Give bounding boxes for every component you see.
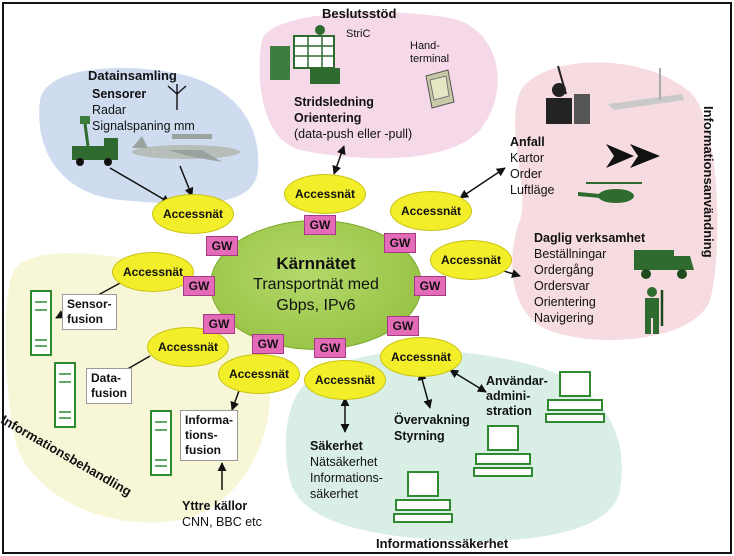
label-signalspaning: Signalspaning mm	[92, 119, 195, 133]
arrow-access-infofusion	[230, 387, 241, 411]
soldiers-jet-icon	[546, 65, 684, 124]
gw-box: GW	[183, 276, 215, 296]
label-data2: fusion	[91, 386, 127, 400]
label-orientering-b: Orientering	[294, 111, 362, 125]
gw-box: GW	[252, 334, 284, 354]
access-node: Accessnät	[390, 191, 472, 231]
label-anv1: Användar-	[486, 374, 548, 388]
gw-box: GW	[384, 233, 416, 253]
label-anv2: admini-	[486, 389, 531, 403]
label-hand1: Hand-	[410, 40, 440, 52]
datainsamling-text: Sensorer Radar Signalspaning mm	[92, 86, 195, 134]
gw-box: GW	[206, 236, 238, 256]
sakerhet-text: Säkerhet Nätsäkerhet Informations- säker…	[310, 438, 383, 502]
gw-box: GW	[314, 338, 346, 358]
access-node: Accessnät	[152, 194, 234, 234]
arrow-anfall-access	[459, 167, 506, 199]
arrow-access-overvakning	[417, 371, 433, 409]
helicopter-icon	[578, 182, 642, 203]
label-stridsledning: Stridsledning	[294, 95, 374, 109]
gw-box: GW	[387, 316, 419, 336]
gw-box: GW	[203, 314, 235, 334]
server-rack-icon	[30, 290, 52, 356]
label-overvakning: Övervakning	[394, 413, 470, 427]
label-info3: fusion	[185, 443, 221, 457]
label-orientering: Orientering	[534, 295, 596, 309]
label-sensorer: Sensorer	[92, 87, 147, 101]
label-navigering: Navigering	[534, 311, 594, 325]
label-sakerhet: Säkerhet	[310, 439, 363, 453]
arrow-plane-access	[179, 165, 194, 197]
access-node: Accessnät	[430, 240, 512, 280]
label-order: Order	[510, 167, 542, 181]
label-data1: Data-	[91, 371, 122, 385]
label-anv3: stration	[486, 404, 532, 418]
stridsledning-text: Stridsledning Orientering (data-push ell…	[294, 94, 412, 142]
region-title-beslutsstod: Beslutsstöd	[322, 6, 397, 21]
label-yttre: Yttre källor	[182, 499, 248, 513]
label-sensor2: fusion	[67, 312, 103, 326]
access-node: Accessnät	[304, 360, 386, 400]
anvandar-text: Användar- admini- stration	[486, 374, 548, 419]
informationsfusion-box: Informa- tions- fusion	[180, 410, 238, 461]
label-sensor1: Sensor-	[67, 297, 112, 311]
label-infosak2: säkerhet	[310, 487, 358, 501]
core-title: Kärnnätet	[276, 254, 356, 273]
computer-icon	[393, 471, 453, 523]
label-kartor: Kartor	[510, 151, 545, 165]
gw-box: GW	[414, 276, 446, 296]
anfall-text: Anfall Kartor Order Luftläge	[510, 134, 554, 198]
arrow-stric-access	[332, 145, 346, 175]
fighter-jet-icon	[606, 144, 660, 168]
radar-truck-icon	[72, 116, 118, 166]
military-truck-icon	[634, 250, 694, 279]
arrow-radar-access	[109, 167, 171, 204]
label-daglig: Daglig verksamhet	[534, 231, 646, 245]
yttre-kallor-text: Yttre källor CNN, BBC etc	[182, 498, 262, 530]
surveillance-plane-icon	[132, 134, 240, 162]
label-cnn: CNN, BBC etc	[182, 515, 262, 529]
label-natsakerhet: Nätsäkerhet	[310, 455, 378, 469]
computer-icon	[545, 371, 605, 423]
datafusion-box: Data- fusion	[86, 368, 132, 404]
label-radar: Radar	[92, 103, 127, 117]
daglig-text: Daglig verksamhet Beställningar Ordergån…	[534, 230, 645, 326]
region-title-datainsamling: Datainsamling	[88, 68, 177, 83]
access-node: Accessnät	[218, 354, 300, 394]
label-ordergang: Ordergång	[534, 263, 594, 277]
gw-box: GW	[304, 215, 336, 235]
label-luftlage: Luftläge	[510, 183, 555, 197]
core-line2: Gbps, IPv6	[276, 297, 356, 314]
informationssakerhet-blob	[285, 350, 622, 542]
soldier-icon	[645, 287, 664, 334]
label-stric: StriC	[346, 28, 371, 40]
access-node: Accessnät	[284, 174, 366, 214]
label-styrning: Styrning	[394, 429, 445, 443]
server-rack-icon	[54, 362, 76, 428]
antenna-icon	[167, 84, 187, 110]
command-center-icon	[270, 25, 340, 84]
handterminal-text: Hand- terminal	[410, 40, 449, 66]
region-title-informationssakerhet: Informationssäkerhet	[376, 536, 509, 551]
label-infosak1: Informations-	[310, 471, 383, 485]
label-hand2: terminal	[410, 53, 450, 65]
label-ordersvar: Ordersvar	[534, 279, 590, 293]
label-datapush: (data-push eller -pull)	[294, 127, 413, 141]
access-node: Accessnät	[380, 337, 462, 377]
arrow-access-anvandar	[449, 369, 487, 393]
label-info1: Informa-	[185, 413, 233, 427]
core-line1: Transportnät med	[253, 276, 379, 293]
label-info2: tions-	[185, 428, 218, 442]
label-anfall: Anfall	[510, 135, 545, 149]
overvakning-text: Övervakning Styrning	[394, 412, 470, 444]
handheld-terminal-icon	[425, 69, 455, 109]
server-rack-icon	[150, 410, 172, 476]
computer-icon	[473, 425, 533, 477]
access-node: Accessnät	[112, 252, 194, 292]
sensorfusion-box: Sensor- fusion	[62, 294, 117, 330]
label-bestallningar: Beställningar	[534, 247, 607, 261]
datainsamling-blob	[39, 67, 259, 204]
